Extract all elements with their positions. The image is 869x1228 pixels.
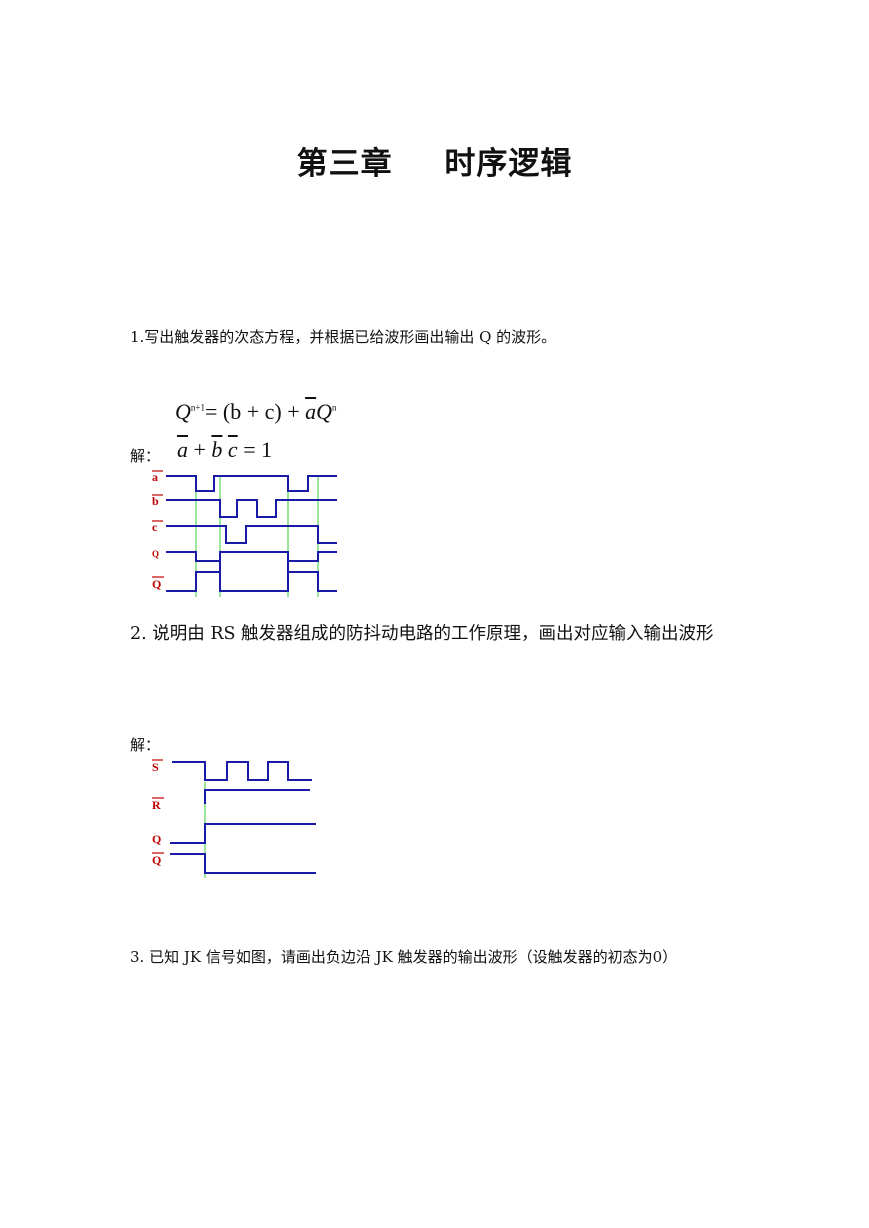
next-state-equation: Qn+1= (b + c) + aQn bbox=[175, 399, 337, 424]
question-3-text: 3. 已知 JK 信号如图，请画出负边沿 JK 触发器的输出波形（设触发器的初态… bbox=[130, 948, 678, 966]
waveform-diagram-2: S R Q Q bbox=[152, 759, 316, 878]
wave-b bbox=[166, 499, 337, 518]
label-s-bar: S bbox=[152, 760, 159, 774]
timing-guides bbox=[195, 476, 319, 597]
answer-label-2: 解： bbox=[130, 736, 161, 754]
answer-label-1: 解： bbox=[130, 447, 161, 465]
label-q2: Q bbox=[152, 832, 161, 846]
label-q: Q bbox=[152, 549, 159, 559]
label-q-bar: Q bbox=[152, 577, 161, 591]
label-r-bar: R bbox=[152, 798, 161, 812]
wave-c bbox=[166, 525, 337, 544]
condition-equation: a + b c = 1 bbox=[177, 437, 273, 462]
wave-r-bar bbox=[204, 789, 310, 804]
wave-a bbox=[166, 475, 337, 492]
label-a: a bbox=[152, 470, 158, 484]
wave-labels-2: S R Q Q bbox=[152, 759, 164, 867]
wave-s-bar bbox=[172, 761, 312, 781]
page-title: 第三章 时序逻辑 bbox=[296, 146, 573, 182]
wave-q2-bar bbox=[170, 853, 316, 874]
wave-q bbox=[166, 551, 337, 592]
label-q2-bar: Q bbox=[152, 853, 161, 867]
question-2-text: 2. 说明由 RS 触发器组成的防抖动电路的工作原理，画出对应输入输出波形 bbox=[130, 624, 714, 644]
label-c: c bbox=[152, 520, 158, 534]
wave-q-bar bbox=[166, 551, 337, 592]
question-1-text: 1.写出触发器的次态方程，并根据已给波形画出输出 Q 的波形。 bbox=[130, 328, 557, 346]
waveform-diagram-1: a b c Q Q bbox=[152, 470, 337, 597]
wave-q2 bbox=[170, 823, 316, 844]
label-b: b bbox=[152, 494, 159, 508]
wave-labels-1: a b c Q Q bbox=[152, 470, 164, 591]
